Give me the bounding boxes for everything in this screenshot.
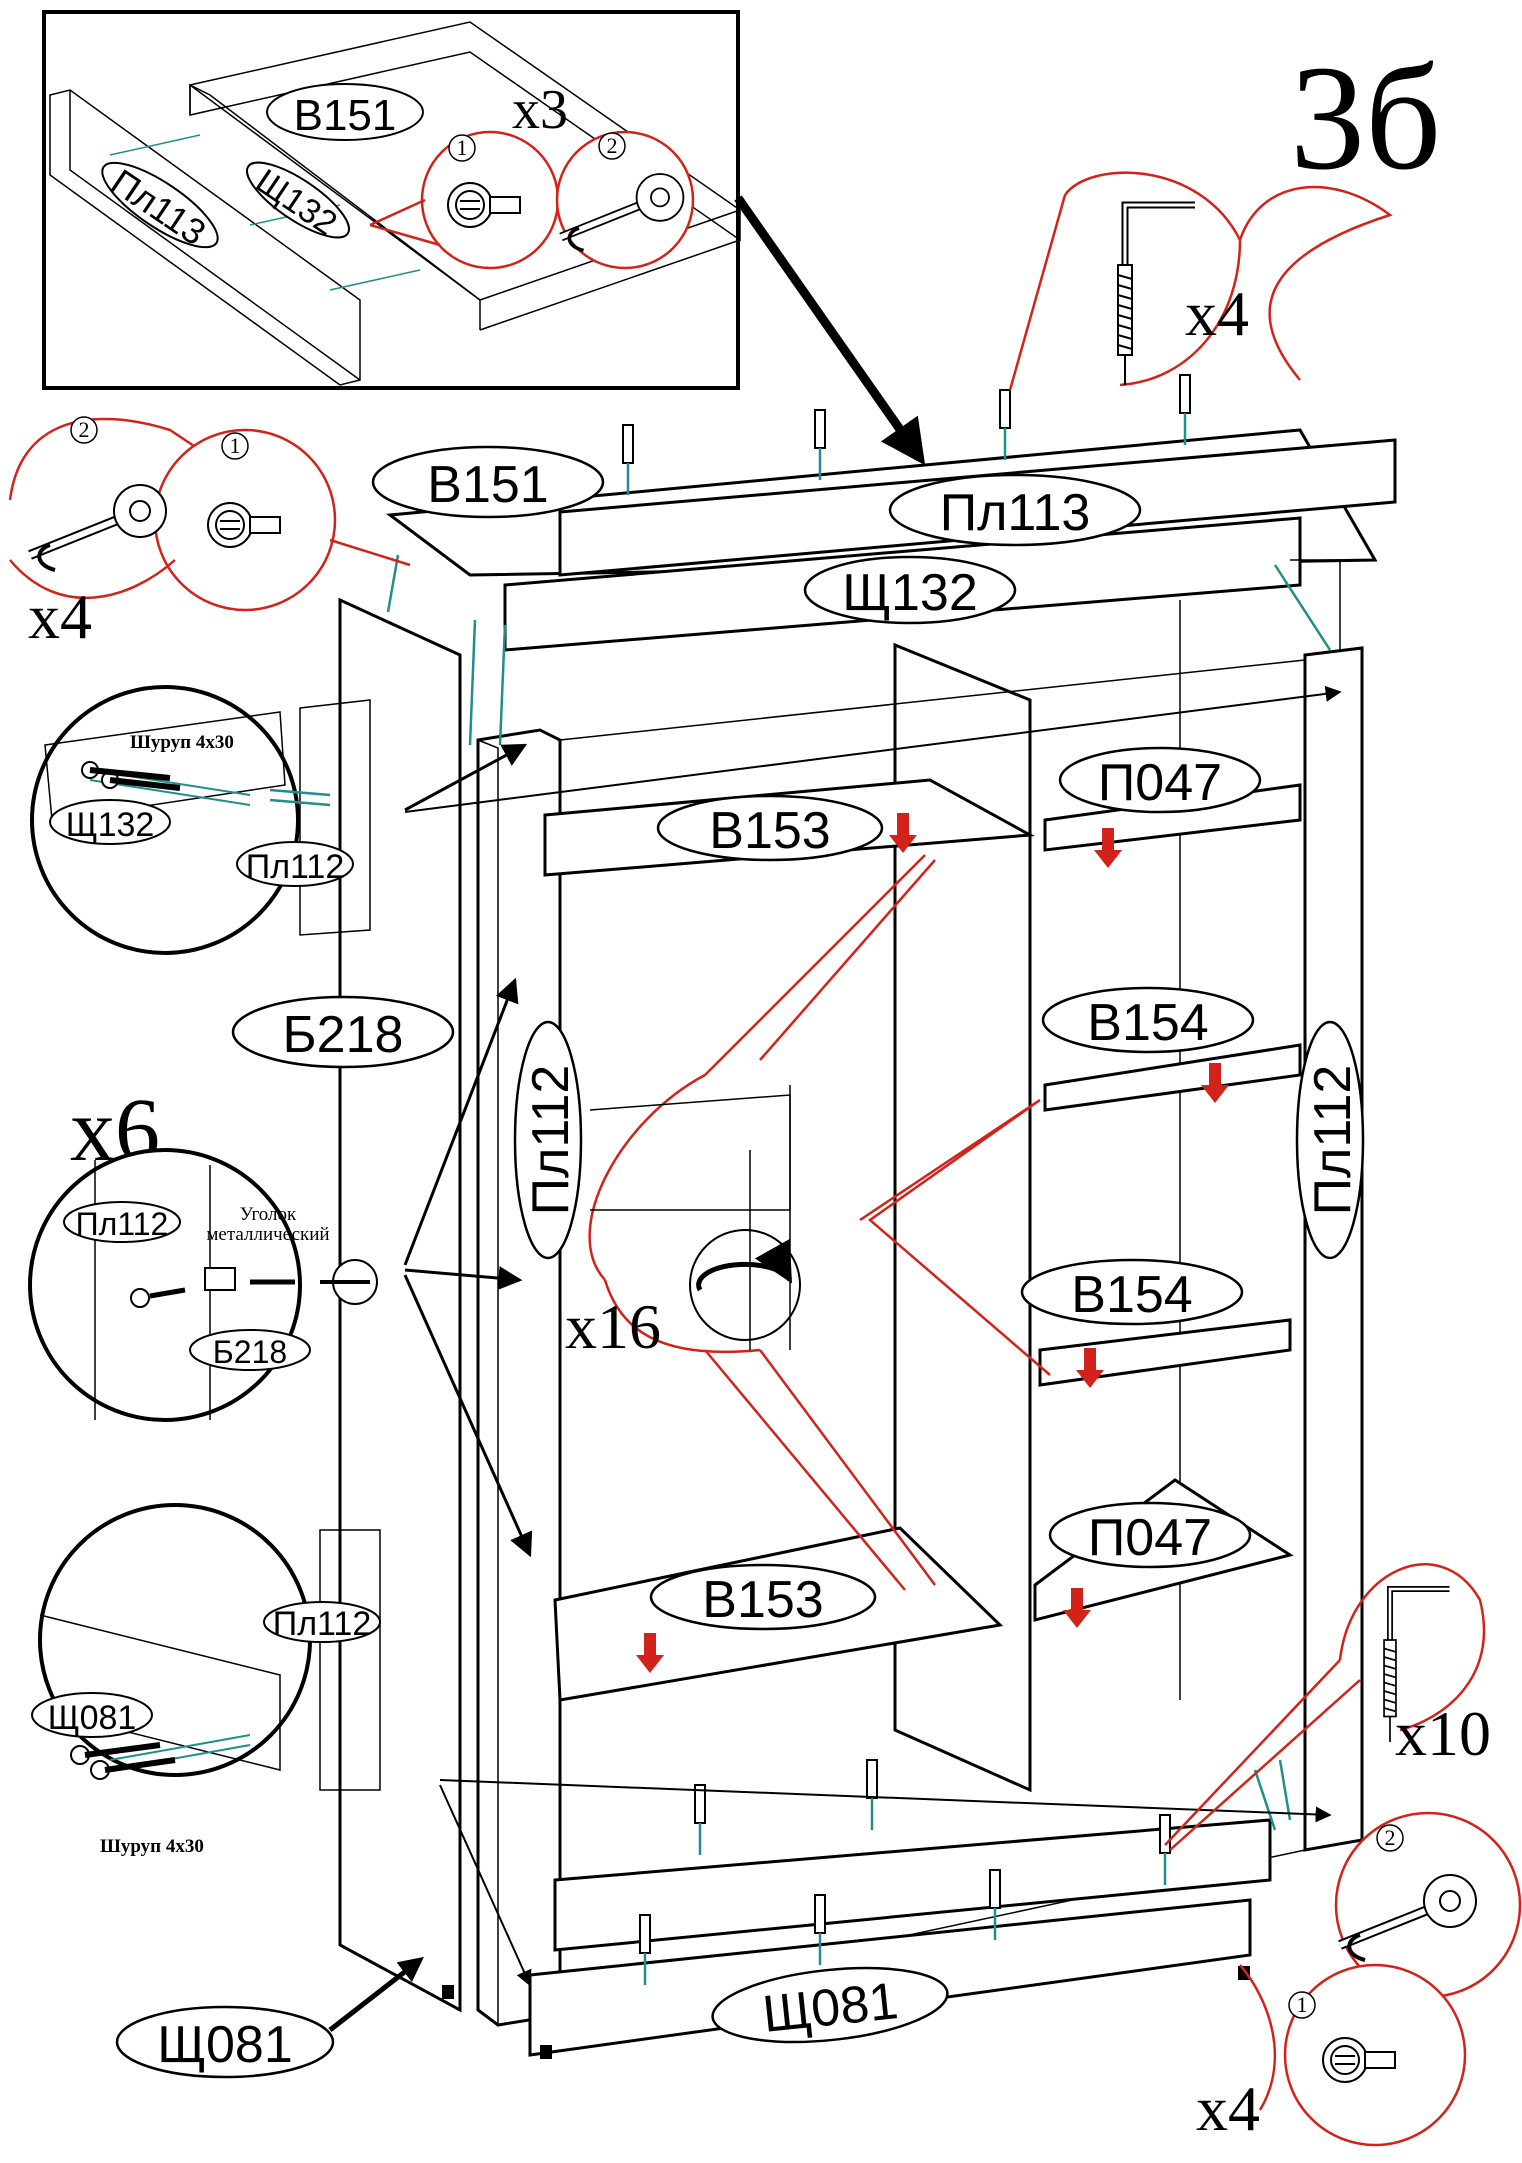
cam-lock-detail-bottom-right: 2 1 x4	[1196, 1811, 1522, 2147]
part-label-pl113: Пл113	[940, 484, 1091, 542]
part-label-b218: Б218	[283, 1006, 404, 1064]
count-x3: x3	[512, 79, 568, 141]
screw-detail-top: Шуруп 4x30 Щ132 Пл112	[30, 685, 371, 955]
part-label-b153-top: В153	[709, 802, 830, 860]
detail-label-pl112-bottom: Пл112	[273, 1605, 371, 1643]
part-label-pl112-left: Пл112	[522, 1065, 580, 1216]
hex-key-detail-right: x10	[1164, 1563, 1491, 1851]
step-number: 3б	[1290, 35, 1441, 201]
part-label-p047-bottom: П047	[1088, 1509, 1212, 1567]
count-x10: x10	[1395, 1698, 1491, 1769]
step-number-1: 1	[230, 433, 241, 458]
step-number-1: 1	[457, 135, 468, 160]
cam-lock-detail-top-left: 2 1 x4	[8, 416, 411, 652]
step-number-1: 1	[1297, 1992, 1308, 2017]
part-label-p047-top: П047	[1098, 754, 1222, 812]
metal-bracket-icon	[204, 1267, 236, 1291]
screw-label-top: Шуруп 4x30	[130, 732, 234, 753]
wardrobe-body	[338, 373, 1397, 2059]
screw-label-bottom: Шуруп 4x30	[100, 1836, 204, 1857]
part-label-pl112-right: Пл112	[1304, 1065, 1362, 1216]
detail-label-sch081: Щ081	[48, 1699, 137, 1737]
inset-pointer-arrow	[734, 195, 926, 466]
detail-label-sch132: Щ132	[66, 806, 155, 844]
top-inset-box: В151 Пл113 Щ132 x3 1 2	[42, 10, 741, 390]
step-number-2: 2	[1385, 1825, 1396, 1850]
step-number-2: 2	[607, 133, 618, 158]
hex-key-detail-top-right: x4	[1008, 171, 1393, 391]
bracket-detail: Пл112 Уголок металлический Б218	[28, 1148, 378, 1422]
screwdriver-detail-2	[555, 130, 695, 270]
part-label-b151-inset: В151	[294, 91, 397, 140]
part-label-sch132: Щ132	[842, 564, 978, 622]
part-label-sch081-left: Щ081	[157, 2016, 293, 2074]
count-x4-top-right: x4	[1185, 278, 1249, 349]
connection-arrows	[328, 685, 1342, 2032]
detail-label-pl112-mid: Пл112	[76, 1206, 169, 1242]
detail-label-pl112-top: Пл112	[246, 848, 344, 886]
count-x4-top-left: x4	[28, 581, 92, 652]
part-label-b154-bottom: В154	[1071, 1266, 1192, 1324]
part-labels: В151 Пл113 Щ132 П047 В153 В154 Б218 Пл11…	[115, 445, 1365, 2079]
bracket-label-line2: металлический	[206, 1224, 329, 1245]
part-label-b153-bottom: В153	[702, 1571, 823, 1629]
part-label-b151: В151	[427, 456, 548, 514]
screwdriver-icon	[30, 485, 166, 570]
part-label-b154-top: В154	[1087, 994, 1208, 1052]
detail-label-b218: Б218	[213, 1334, 287, 1370]
hex-key-icon	[1118, 205, 1195, 385]
bracket-label-line1: Уголок	[240, 1204, 297, 1225]
count-x16: x16	[565, 1291, 661, 1362]
part-label-sch081-bottom: Щ081	[760, 1972, 901, 2044]
step-number-2: 2	[79, 417, 90, 442]
x16-hardware-detail: x16	[565, 854, 1051, 1591]
count-x4-bottom-right: x4	[1196, 2073, 1260, 2144]
screw-detail-bottom: Пл112 Щ081 Шуруп 4x30	[31, 1503, 381, 1857]
